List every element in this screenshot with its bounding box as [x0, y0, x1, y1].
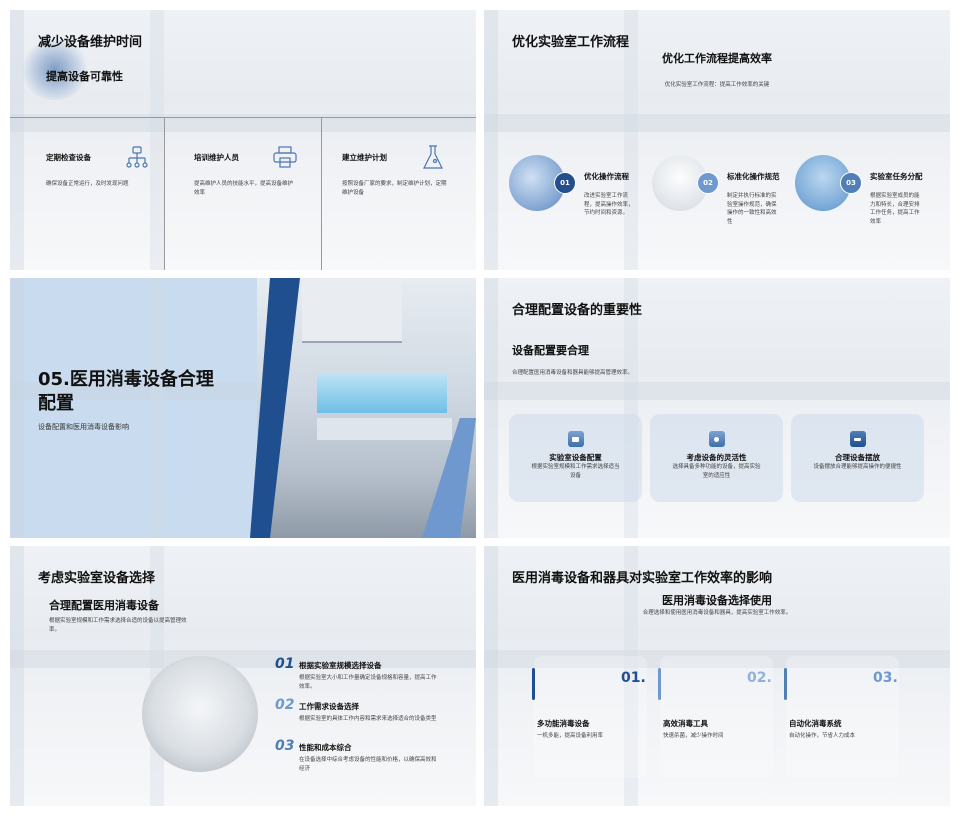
- step-number: 02: [697, 172, 719, 194]
- item-title: 优化操作流程: [584, 172, 629, 181]
- slide-intro: 根据实验室规模和工作需求选择合适的设备以提高管理效率。: [49, 618, 187, 633]
- accent-bar: [784, 668, 787, 700]
- slide-subtitle: 提高设备可靠性: [46, 70, 123, 83]
- slide-title: 减少设备维护时间: [38, 35, 143, 50]
- accent-bar: [532, 668, 535, 700]
- item-desc: 改进实验室工作流程，提高操作效率，节约时间和资源。: [584, 193, 634, 216]
- card-title: 合理设备摆放: [835, 453, 880, 462]
- inbox-icon: [567, 431, 584, 447]
- divider: [10, 117, 476, 118]
- accent-bar: [658, 668, 661, 700]
- item-title: 建立维护计划: [342, 153, 387, 162]
- slide-subtitle: 优化工作流程提高效率: [662, 52, 772, 65]
- slide-intro: 优化实验室工作流程：提高工作效率的关键: [664, 82, 770, 88]
- section-subtitle: 设备配置和医用消毒设备影响: [38, 423, 129, 431]
- card-title: 实验室设备配置: [549, 453, 602, 462]
- item-desc: 在设备选择中综合考虑设备的性能和价格，以确保高效和经济: [299, 757, 437, 772]
- card-title: 考虑设备的灵活性: [686, 453, 747, 462]
- info-card: 考虑设备的灵活性 选择具备多种功能的设备，提高实验室的适应性: [650, 414, 783, 502]
- slide-title: 合理配置设备的重要性: [512, 303, 643, 318]
- item-title: 实验室任务分配: [870, 172, 923, 181]
- slide-thumbnail-6[interactable]: 医用消毒设备和器具对实验室工作效率的影响 医用消毒设备选择使用 合理选择和使用医…: [484, 546, 950, 806]
- step-number: 01: [275, 656, 295, 672]
- slide-intro: 合理选择和使用医用消毒设备和器具，提高实验室工作效率。: [642, 610, 792, 616]
- item-title: 自动化消毒系统: [789, 719, 842, 728]
- item-desc: 提高维护人员的技能水平，提高设备维护效率: [194, 181, 294, 196]
- divider: [164, 117, 165, 270]
- card-desc: 选择具备多种功能的设备，提高实验室的适应性: [672, 464, 761, 479]
- slide-intro: 合理配置医用消毒设备和器具能够提高管理效率。: [512, 370, 634, 376]
- step-number: 02.: [747, 670, 772, 686]
- printer-icon: [273, 146, 297, 168]
- record-icon: [708, 431, 725, 447]
- hospital-corridor-photo: [142, 656, 258, 772]
- step-number: 02: [275, 697, 295, 713]
- card-desc: 设备摆放合理能够提高操作的便捷性: [813, 464, 902, 470]
- item-desc: 根据实验室的具体工作内容和需求来选择适合的设备类型: [299, 716, 437, 722]
- slide-title: 优化实验室工作流程: [512, 35, 630, 50]
- slide-title: 考虑实验室设备选择: [38, 571, 156, 586]
- hierarchy-icon: [126, 146, 148, 168]
- item-desc: 按照设备厂家的要求，制定维护计划，定期维护设备: [342, 181, 447, 196]
- slide-thumbnail-1[interactable]: 减少设备维护时间 提高设备可靠性 定期检查设备 确保设备正常运行，及时发现问题 …: [10, 10, 476, 270]
- slide-thumbnail-5[interactable]: 考虑实验室设备选择 合理配置医用消毒设备 根据实验室规模和工作需求选择合适的设备…: [10, 546, 476, 806]
- item-desc: 快速杀菌，减少操作时间: [663, 733, 724, 739]
- item-title: 定期检查设备: [46, 153, 91, 162]
- slide-thumbnail-2[interactable]: 优化实验室工作流程 优化工作流程提高效率 优化实验室工作流程：提高工作效率的关键…: [484, 10, 950, 270]
- keyboard-icon: [849, 431, 866, 447]
- item-title: 高效消毒工具: [663, 719, 708, 728]
- item-title: 培训维护人员: [194, 153, 239, 162]
- step-number: 01: [554, 172, 576, 194]
- item-title: 根据实验室规模选择设备: [299, 661, 382, 670]
- item-title: 性能和成本综合: [299, 743, 352, 752]
- item-desc: 根据实验室成员的能力和特长，合理安排工作任务，提高工作效率: [870, 193, 920, 225]
- slide-subtitle: 医用消毒设备选择使用: [662, 594, 772, 607]
- flask-icon: [423, 145, 443, 169]
- decorative-blob: [20, 40, 90, 100]
- item-title: 多功能消毒设备: [537, 719, 590, 728]
- info-card: 合理设备摆放 设备摆放合理能够提高操作的便捷性: [791, 414, 924, 502]
- step-number: 03: [275, 738, 295, 754]
- info-card: 实验室设备配置 根据实验室规模和工作需求选择适当设备: [509, 414, 642, 502]
- slide-subtitle: 设备配置要合理: [512, 344, 589, 357]
- step-number: 03: [840, 172, 862, 194]
- slide-thumbnail-4[interactable]: 合理配置设备的重要性 设备配置要合理 合理配置医用消毒设备和器具能够提高管理效率…: [484, 278, 950, 538]
- item-desc: 一机多能，提高设备利用率: [537, 733, 604, 739]
- slide-title: 医用消毒设备和器具对实验室工作效率的影响: [512, 571, 773, 586]
- item-desc: 自动化操作，节省人力成本: [789, 733, 856, 739]
- item-desc: 制定并执行标准的实验室操作规范，确保操作的一致性和高效性: [727, 193, 777, 225]
- feature-panel: [660, 656, 773, 778]
- slide-subtitle: 合理配置医用消毒设备: [49, 599, 159, 612]
- slide-thumbnail-3[interactable]: 05.医用消毒设备合理配置 设备配置和医用消毒设备影响: [10, 278, 476, 538]
- step-number: 01.: [621, 670, 646, 686]
- item-desc: 确保设备正常运行，及时发现问题: [46, 181, 129, 187]
- step-number: 03.: [873, 670, 898, 686]
- feature-panel: [786, 656, 899, 778]
- feature-panel: [534, 656, 647, 778]
- section-title: 05.医用消毒设备合理配置: [38, 369, 214, 414]
- divider: [321, 117, 322, 270]
- item-title: 工作需求设备选择: [299, 702, 359, 711]
- item-desc: 根据实验室大小和工作量确定设备规格和容量，提高工作效率。: [299, 675, 437, 690]
- card-desc: 根据实验室规模和工作需求选择适当设备: [531, 464, 620, 479]
- item-title: 标准化操作规范: [727, 172, 780, 181]
